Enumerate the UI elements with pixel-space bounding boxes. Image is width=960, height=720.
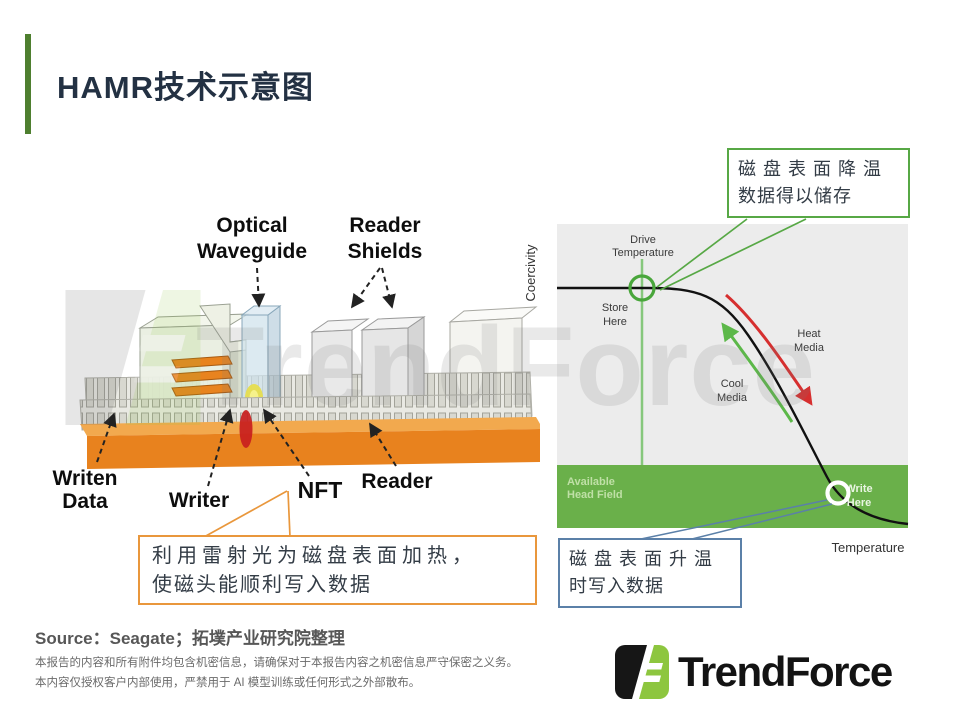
arrow-nft: [263, 408, 310, 477]
callout-writing-line1: 磁盘表面升温: [569, 549, 719, 569]
avail-label-1: Available: [567, 476, 615, 488]
write-label-2: Here: [847, 497, 871, 509]
coercivity-curve: [557, 286, 909, 526]
drive-temp-label-1: Drive: [630, 234, 656, 246]
label-arrows: [96, 267, 397, 487]
arrow-optical-waveguide: [251, 267, 266, 308]
label-optical-2: Waveguide: [197, 240, 307, 263]
trendforce-logo: TrendForce: [615, 644, 893, 700]
trendforce-logo-text: TrendForce: [678, 648, 893, 695]
cool-media-arrow: [721, 322, 794, 423]
trendforce-logo-glyph: [615, 645, 669, 699]
cool-label-1: Cool: [721, 378, 744, 390]
callout-writing: 磁盘表面升温 时写入数据: [558, 538, 742, 608]
callout-writing-line2: 时写入数据: [569, 576, 664, 596]
label-writen-1: Writen: [53, 467, 118, 490]
callout-heating: 利用雷射光为磁盘表面加热， 使磁头能顺利写入数据: [138, 535, 537, 605]
avail-label-2: Head Field: [567, 489, 623, 501]
cool-label-2: Media: [717, 392, 748, 404]
x-axis-label: Temperature: [832, 540, 905, 555]
y-axis-label: Coercivity: [523, 244, 538, 302]
write-here-marker: [825, 480, 851, 506]
label-shields-1: Reader: [349, 214, 420, 237]
page-title: HAMR技术示意图: [57, 70, 314, 105]
label-optical-1: Optical: [216, 214, 287, 237]
platter: [80, 417, 540, 469]
store-label-2: Here: [603, 316, 627, 328]
store-label-1: Store: [602, 302, 628, 314]
callout-heating-line1: 利用雷射光为磁盘表面加热，: [152, 545, 477, 567]
writer-coils: [171, 355, 233, 397]
callout-heating-line2: 使磁头能顺利写入数据: [152, 574, 372, 596]
label-writer: Writer: [169, 489, 229, 512]
arrow-shield-left: [350, 267, 381, 309]
hamr-head-diagram: Optical Waveguide Reader Shields Writen …: [53, 214, 540, 513]
heated-spot: [239, 410, 253, 448]
label-reader: Reader: [361, 470, 432, 493]
disclaimer: 本报告的内容和所有附件均包含机密信息，请确保对于本报告内容之机密信息严守保密之义…: [35, 654, 518, 693]
arrow-shield-right: [381, 267, 396, 309]
heat-label-2: Media: [794, 342, 825, 354]
arrow-writer: [207, 408, 234, 487]
disclaimer-line1: 本报告的内容和所有附件均包含机密信息，请确保对于本报告内容之机密信息严守保密之义…: [35, 657, 518, 669]
store-here-marker: [628, 274, 656, 302]
heat-media-arrow: [725, 293, 813, 406]
label-shields-2: Shields: [348, 240, 423, 263]
write-label-1: Write: [845, 483, 872, 495]
callout-cooling-line2: 数据得以储存: [738, 186, 852, 206]
source-line: Source：Seagate；拓墣产业研究院整理: [35, 629, 345, 648]
label-nft: NFT: [298, 477, 343, 503]
title-accent-bar: [25, 34, 31, 134]
disclaimer-line2: 本内容仅授权客户内部使用，严禁用于 AI 模型训练或任何形式之外部散布。: [35, 676, 421, 689]
label-writen-2: Data: [62, 490, 108, 513]
coercivity-temperature-graph: Coercivity Drive Temperature Store Here …: [523, 224, 909, 555]
callout-cooling-line1: 磁盘表面降温: [738, 159, 888, 179]
callout-cooling: 磁盘表面降温 数据得以储存: [727, 148, 910, 218]
heat-label-1: Heat: [797, 328, 820, 340]
drive-temp-label-2: Temperature: [612, 247, 674, 259]
